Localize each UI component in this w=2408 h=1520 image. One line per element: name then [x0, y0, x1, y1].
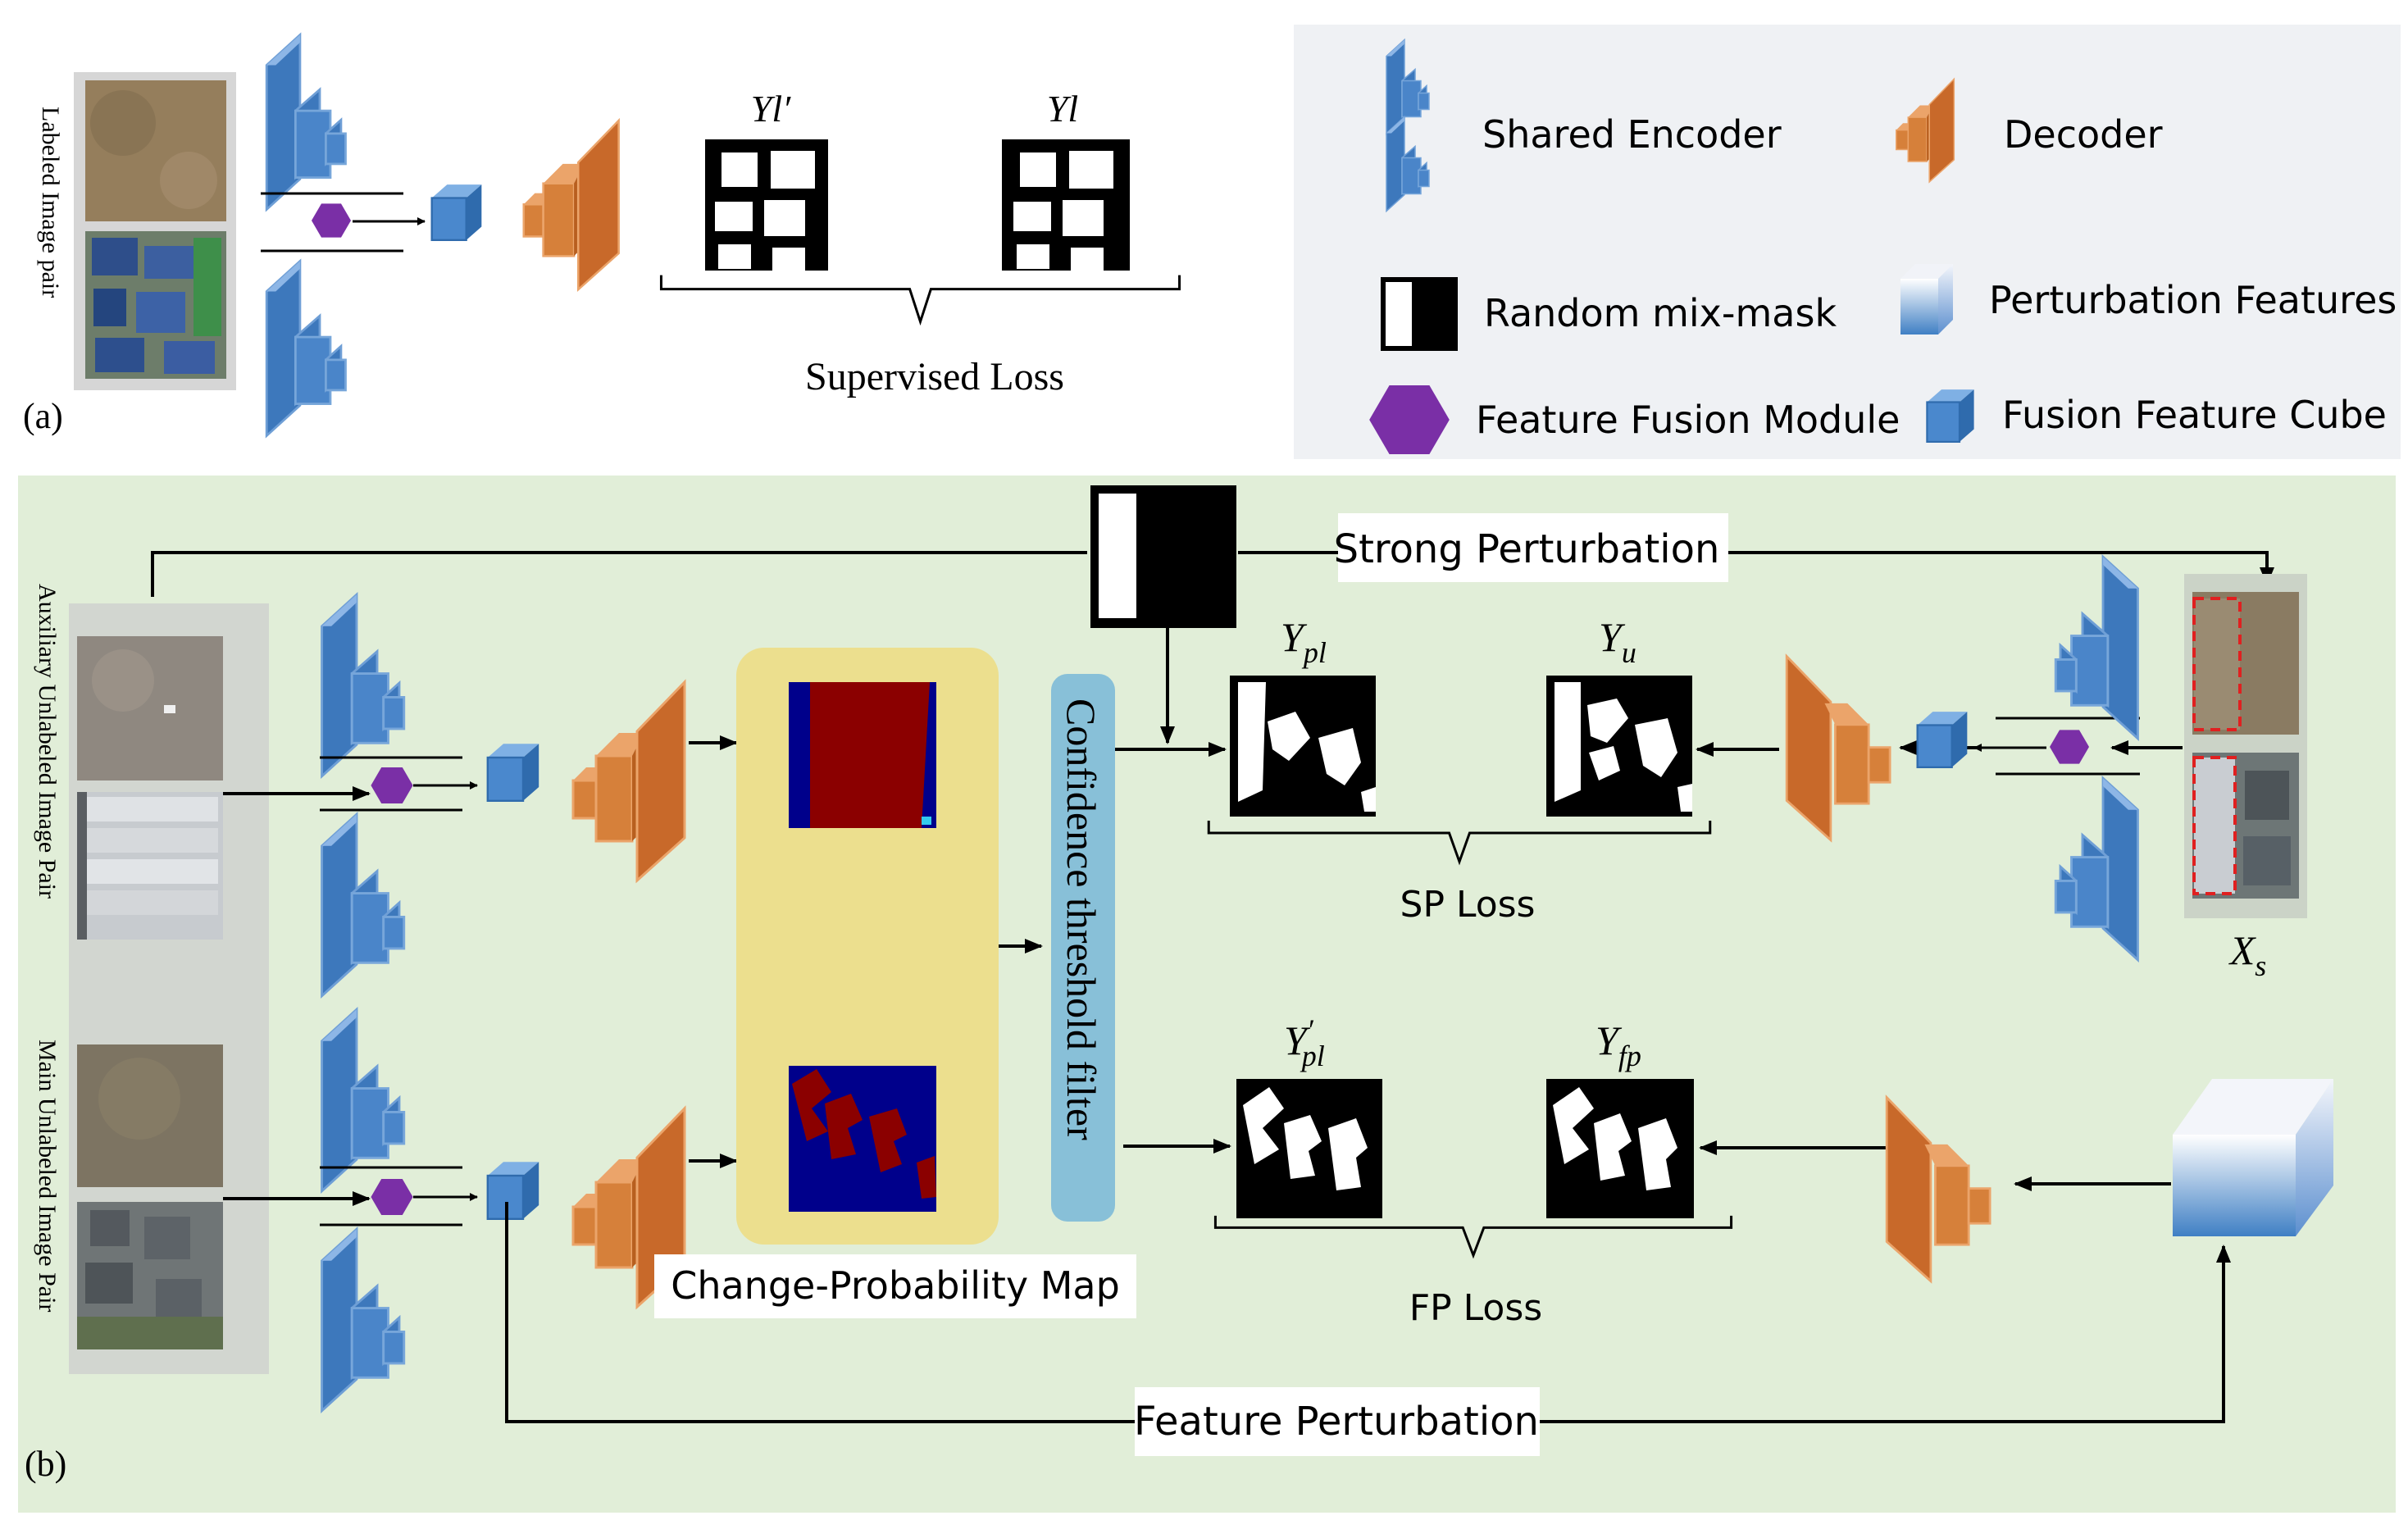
fusion-cube-main	[486, 1160, 540, 1221]
main-pair-label: Main Unlabeled Image Pair	[34, 1040, 61, 1312]
x-s-label: Xs	[2228, 927, 2267, 982]
feature-perturbation-label-box	[1135, 1387, 1540, 1456]
legend-perturbation-features: Perturbation Features	[1989, 278, 2397, 322]
xs-image-t1	[2192, 592, 2299, 735]
fusion-cube-a	[430, 183, 483, 242]
legend-feature-fusion-module: Feature Fusion Module	[1476, 398, 1900, 442]
mask-yl	[992, 138, 1136, 275]
perturbation-feature-cube	[2173, 1079, 2333, 1236]
mask-y-pl	[1230, 676, 1376, 817]
supervised-loss-brace	[661, 275, 1179, 322]
aux-image-t1	[77, 636, 223, 780]
encoder-a-bottom	[265, 260, 347, 437]
legend-decoder: Decoder	[2004, 112, 2163, 157]
legend: Shared Encoder Decoder Random mix-mask P…	[1294, 25, 2401, 459]
strong-perturbation-label: Strong Perturbation	[1334, 526, 1720, 572]
fusion-module-a	[312, 203, 351, 238]
mask-y-pl-prime	[1236, 1079, 1382, 1218]
panel-a-tag: (a)	[23, 396, 63, 436]
y-pl-prime-label: Y′pl	[1284, 1013, 1325, 1072]
labeled-image-t1	[85, 80, 226, 221]
strong-perturbation-label-box	[1338, 513, 1728, 582]
change-probability-map-label: Change-Probability Map	[671, 1263, 1120, 1308]
prob-map-main	[789, 1066, 936, 1212]
mask-y-fp	[1546, 1079, 1694, 1218]
panel-b-tag: (b)	[25, 1444, 66, 1484]
legend-shared-encoder: Shared Encoder	[1482, 112, 1782, 157]
supervised-loss-label: Supervised Loss	[805, 355, 1064, 398]
panel-b-background	[18, 476, 2396, 1513]
y-fp-label: Yfp	[1595, 1017, 1641, 1072]
panel-b: Auxiliary Unlabeled Image Pair Main Unla…	[18, 476, 2396, 1513]
labeled-image-t2	[85, 231, 226, 379]
legend-perturbation-icon	[1900, 264, 1953, 334]
mask-yl-prime	[694, 138, 838, 275]
labeled-image-pair-label: Labeled Image pair	[37, 107, 64, 298]
legend-fusion-cube-icon	[1926, 388, 1975, 444]
y-u-label: Yu	[1599, 614, 1636, 669]
mask-y-u	[1546, 676, 1692, 817]
prob-map-aux	[789, 682, 936, 828]
mix-mask-b	[1090, 485, 1236, 628]
confidence-filter-bar	[1051, 674, 1115, 1222]
legend-box	[1294, 25, 2401, 459]
sp-loss-label: SP Loss	[1400, 884, 1536, 926]
encoder-a-top	[265, 34, 347, 211]
fusion-cube-aux	[486, 743, 540, 802]
main-image-t1	[77, 1044, 223, 1187]
aux-image-t2	[77, 792, 223, 940]
legend-random-mix-mask: Random mix-mask	[1484, 291, 1837, 335]
main-image-t2	[77, 1202, 223, 1349]
y-pl-label: Ypl	[1281, 614, 1327, 669]
legend-mix-mask-icon	[1381, 277, 1458, 351]
cpm-label-box	[654, 1254, 1136, 1318]
xs-image-t2	[2192, 753, 2299, 899]
panel-a: Labeled Image pair Yl′ Yl	[23, 34, 1180, 437]
mask-yl-label: Yl	[1047, 88, 1078, 130]
legend-fusion-feature-cube: Fusion Feature Cube	[2002, 393, 2387, 437]
feature-perturbation-label: Feature Perturbation	[1134, 1399, 1539, 1445]
aux-pair-label: Auxiliary Unlabeled Image Pair	[34, 584, 61, 899]
mask-yl-prime-label: Yl′	[751, 88, 791, 130]
fusion-cube-sp	[1916, 710, 1969, 769]
fp-loss-label: FP Loss	[1409, 1287, 1542, 1329]
confidence-filter-label: Confidence threshold filter	[1058, 699, 1104, 1140]
decoder-a	[522, 119, 621, 291]
